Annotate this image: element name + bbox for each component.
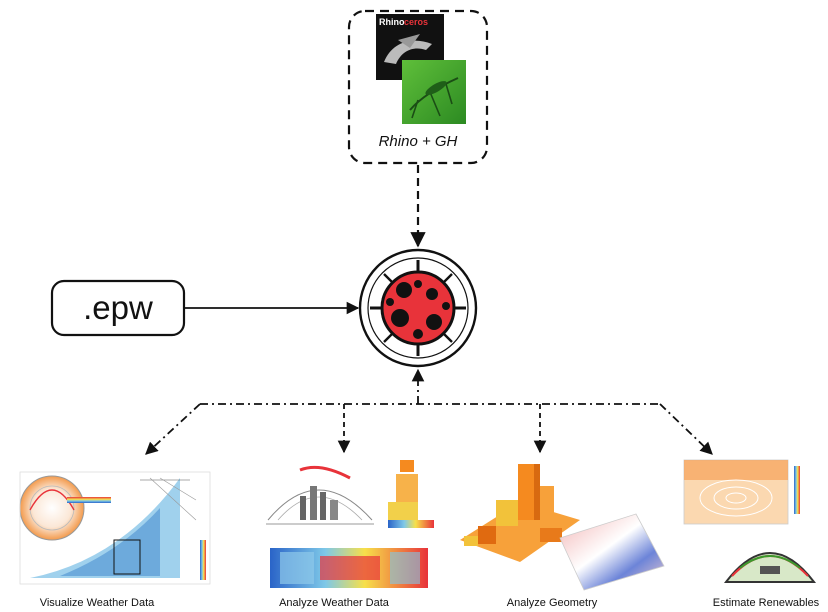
epw-label: .epw [83,289,153,326]
rhino-logo-text: Rhino [379,17,405,27]
output-visualize-weather: Visualize Weather Data [19,471,211,609]
output-label-visualize: Visualize Weather Data [40,597,155,609]
output-connectors [145,368,713,455]
output-label-estimate-renewables: Estimate Renewables [713,597,820,609]
epw-input-box: .epw [50,279,186,337]
output-analyze-geometry: Analyze Geometry [460,464,665,609]
source-box: Rhino ceros Rhino + GH [347,9,489,165]
building-radiation-image [460,464,580,562]
ladybug-icon [370,260,466,356]
ceros-logo-text: ceros [404,17,428,27]
solar-contour-image [683,459,800,525]
solar-person-image [388,460,434,528]
source-caption: Rhino + GH [379,133,458,150]
dome-view-image [723,552,817,583]
hourly-heatmap-image [270,548,428,588]
output-estimate-renewables: Estimate Renewables [683,459,820,609]
output-analyze-weather: Analyze Weather Data [266,460,434,609]
sun-path-image [19,475,111,541]
psychrometric-chart-image [19,471,211,585]
output-label-analyze-geometry: Analyze Geometry [507,597,598,609]
grasshopper-logo [402,60,466,124]
ladybug-hub [358,248,478,368]
output-label-analyze-weather: Analyze Weather Data [279,597,390,609]
analysis-plane-image [559,513,665,591]
sky-dome-image [266,465,374,525]
